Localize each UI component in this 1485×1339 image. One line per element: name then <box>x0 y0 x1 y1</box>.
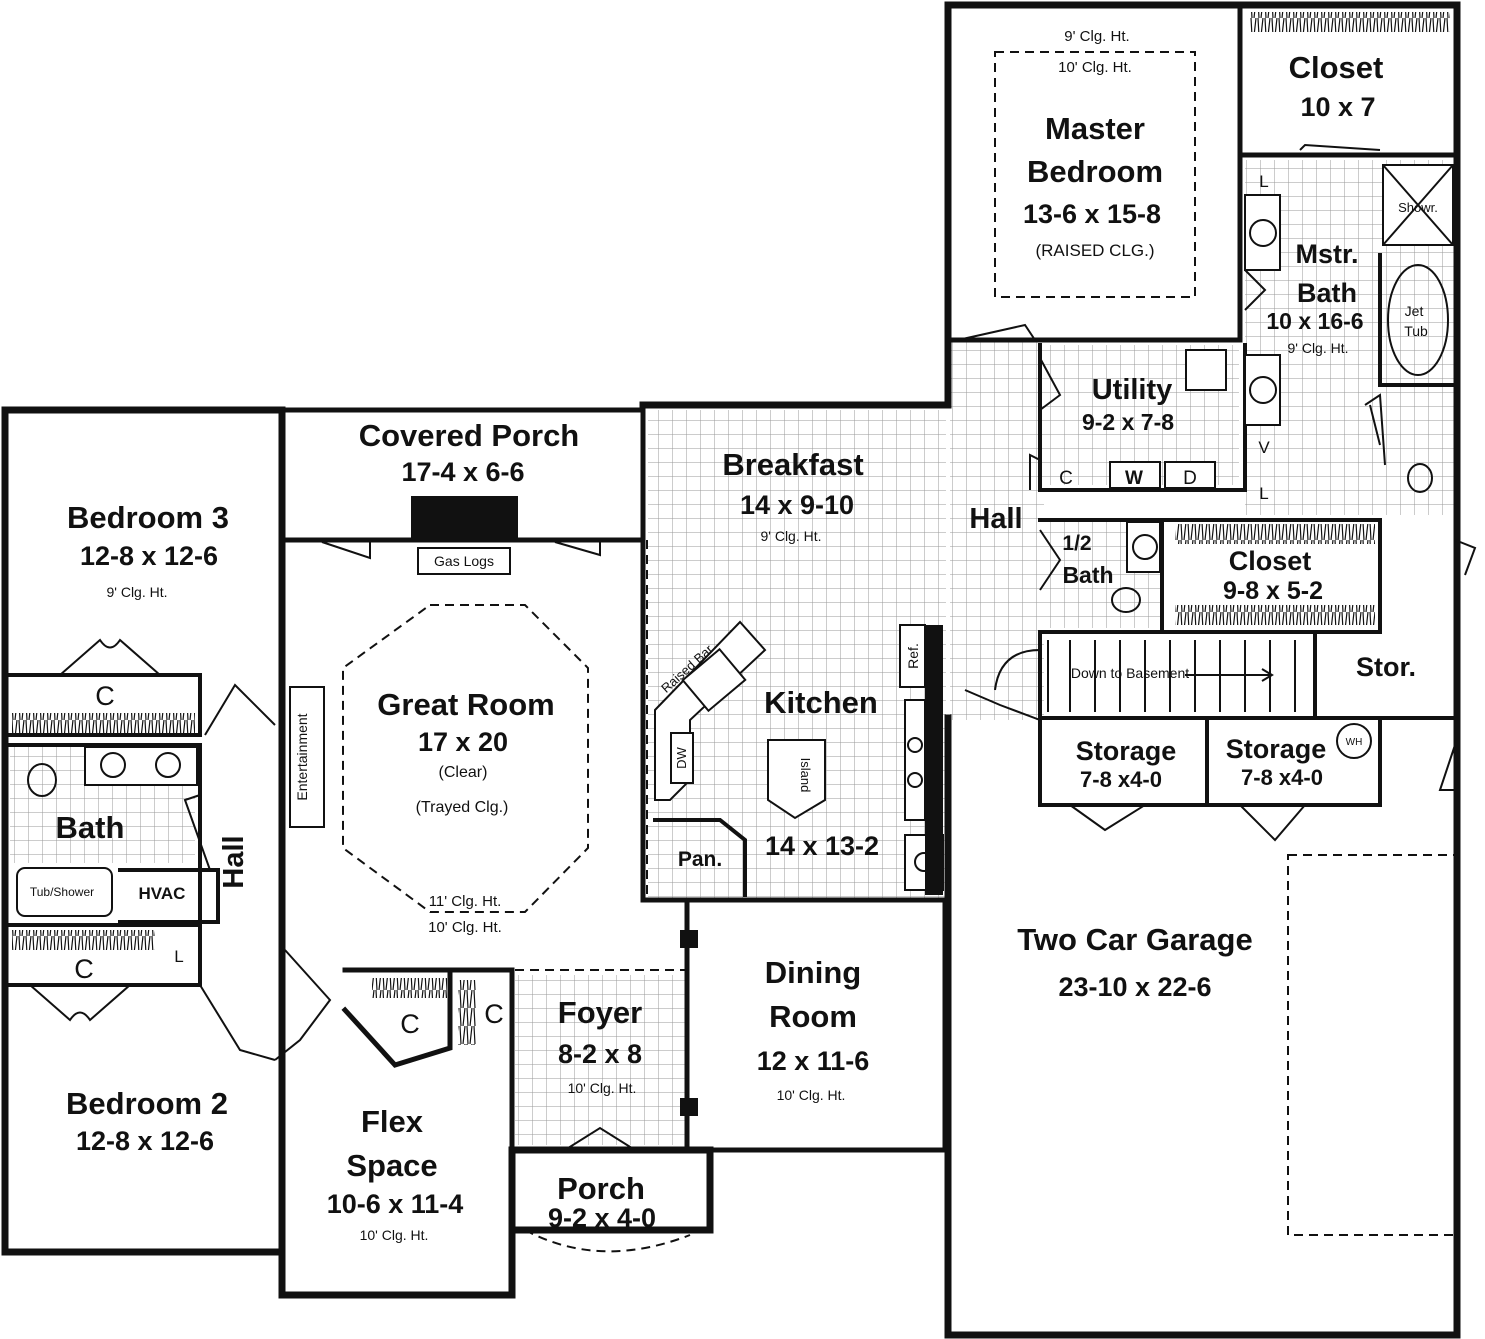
utility-closet-label: C <box>1059 468 1073 489</box>
gas-logs-label: Gas Logs <box>434 553 494 569</box>
dining-ceiling: 10' Clg. Ht. <box>777 1087 846 1103</box>
lower-closet-size: 9-8 x 5-2 <box>1223 577 1323 605</box>
master-bedroom-name-2: Bedroom <box>1027 154 1163 189</box>
porch-size: 9-2 x 4-0 <box>548 1203 656 1233</box>
kitchen-name: Kitchen <box>764 685 878 720</box>
linen-label-bottom: L <box>1259 484 1268 503</box>
flex-size: 10-6 x 11-4 <box>327 1189 464 1219</box>
tub-shower-label: Tub/Shower <box>30 885 94 899</box>
pantry-label: Pan. <box>678 848 722 871</box>
water-heater-label: WH <box>1346 737 1363 748</box>
covered-porch-size: 17-4 x 6-6 <box>401 457 524 487</box>
jet-tub-label-1: Jet <box>1405 303 1424 319</box>
flex-ceiling: 10' Clg. Ht. <box>360 1227 429 1243</box>
flex-name-1: Flex <box>361 1104 424 1139</box>
closet-rods <box>12 12 1450 1045</box>
half-bath-name-1: 1/2 <box>1062 532 1091 555</box>
breakfast-name: Breakfast <box>722 447 863 482</box>
master-closet-size: 10 x 7 <box>1300 92 1375 122</box>
breakfast-size: 14 x 9-10 <box>740 490 854 520</box>
storage-1-name: Storage <box>1076 736 1177 766</box>
flex-closet-1-label: C <box>400 1009 420 1039</box>
bedroom-3-size: 12-8 x 12-6 <box>80 541 218 571</box>
bedroom-2-size: 12-8 x 12-6 <box>76 1126 214 1156</box>
half-bath-name-2: Bath <box>1062 562 1113 588</box>
dining-size: 12 x 11-6 <box>757 1046 870 1076</box>
master-bath-name-2: Bath <box>1297 278 1357 308</box>
garage-name: Two Car Garage <box>1017 922 1252 957</box>
dryer-label: D <box>1183 468 1197 489</box>
storage-2-size: 7-8 x4-0 <box>1241 765 1323 790</box>
great-room-size: 17 x 20 <box>418 727 508 757</box>
great-room-note-1: (Clear) <box>439 764 488 781</box>
porch-name: Porch <box>557 1171 645 1206</box>
upper-hall-name: Hall <box>969 503 1022 535</box>
island-label: Island <box>798 758 813 793</box>
master-bedroom-note: (RAISED CLG.) <box>1035 241 1154 260</box>
dining-name-2: Room <box>769 999 857 1034</box>
master-closet-name: Closet <box>1289 50 1384 85</box>
shower-label: Showr. <box>1398 200 1438 215</box>
great-room-note-2: (Trayed Clg.) <box>416 799 509 816</box>
lower-closet-name: Closet <box>1229 546 1312 576</box>
great-room-ceiling-b: 10' Clg. Ht. <box>428 919 502 936</box>
linen-label-top: L <box>1259 172 1268 191</box>
utility-name: Utility <box>1092 374 1173 406</box>
door-swings <box>29 143 1477 1151</box>
foyer-name: Foyer <box>558 995 642 1030</box>
foyer-ceiling: 10' Clg. Ht. <box>568 1080 637 1096</box>
corner-storage-name: Stor. <box>1356 652 1416 682</box>
hvac-label: HVAC <box>139 884 186 903</box>
bath-name: Bath <box>56 810 125 845</box>
left-hall-name: Hall <box>218 835 250 888</box>
great-room-name: Great Room <box>377 687 554 722</box>
breakfast-ceiling: 9' Clg. Ht. <box>760 528 821 544</box>
kitchen-size: 14 x 13-2 <box>765 831 879 861</box>
great-room-ceiling-a: 11' Clg. Ht. <box>429 893 502 910</box>
utility-size: 9-2 x 7-8 <box>1082 409 1174 435</box>
garage-size: 23-10 x 22-6 <box>1058 972 1211 1002</box>
flex-closet-2-label: C <box>484 999 504 1029</box>
fixtures <box>16 164 1454 1116</box>
covered-porch-name: Covered Porch <box>359 418 580 453</box>
master-ceiling-b: 10' Clg. Ht. <box>1058 59 1132 76</box>
dishwasher-label: DW <box>674 746 689 768</box>
bedroom-3-ceiling: 9' Clg. Ht. <box>106 584 167 600</box>
master-bedroom-size: 13-6 x 15-8 <box>1023 199 1161 229</box>
storage-2-name: Storage <box>1226 734 1327 764</box>
master-ceiling-a: 9' Clg. Ht. <box>1064 28 1129 45</box>
bedroom-2-name: Bedroom 2 <box>66 1086 228 1121</box>
vanity-label: V <box>1258 438 1270 457</box>
dashed-outlines <box>342 51 1459 1253</box>
master-bath-size: 10 x 16-6 <box>1266 308 1363 334</box>
linen-closet-label: L <box>174 947 183 966</box>
bedroom-3-closet-label: C <box>95 681 115 711</box>
flex-name-2: Space <box>346 1148 437 1183</box>
storage-1-size: 7-8 x4-0 <box>1080 767 1162 792</box>
entertainment-label: Entertainment <box>294 713 310 800</box>
jet-tub-label-2: Tub <box>1404 323 1428 339</box>
master-bedroom-name-1: Master <box>1045 111 1145 146</box>
stairs-label: Down to Basement <box>1071 665 1189 681</box>
master-bath-name-1: Mstr. <box>1295 239 1358 269</box>
bedroom-3-name: Bedroom 3 <box>67 500 229 535</box>
refrigerator-label: Ref. <box>905 643 921 669</box>
bedroom-2-closet-label: C <box>74 954 94 984</box>
dining-name-1: Dining <box>765 955 861 990</box>
washer-label: W <box>1125 468 1143 489</box>
foyer-size: 8-2 x 8 <box>558 1039 642 1069</box>
master-bath-ceiling: 9' Clg. Ht. <box>1287 340 1348 356</box>
